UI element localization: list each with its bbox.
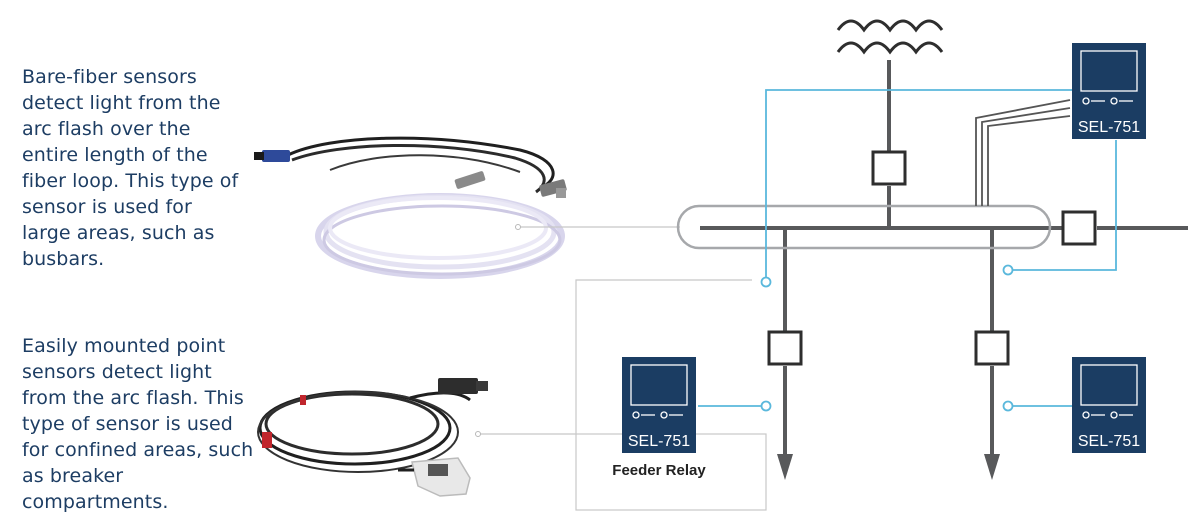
sensor-point	[1002, 264, 1014, 276]
bare-fiber-dot	[515, 224, 521, 230]
relay-top-right[interactable]: SEL-751	[1072, 43, 1146, 139]
one-line-power	[700, 60, 1188, 456]
feeder-2-breaker	[974, 330, 1010, 366]
sensor-point	[760, 276, 772, 288]
feeder-2-fiber	[1008, 140, 1117, 271]
sensor-point	[760, 400, 772, 412]
point-sensor-leader	[478, 279, 752, 435]
relay-model-label: SEL-751	[1078, 119, 1140, 136]
point-sensor-image	[257, 378, 488, 497]
relay-wiring	[975, 99, 1071, 206]
bus-fiber-return	[765, 89, 1072, 282]
tie-breaker	[1061, 210, 1097, 246]
bare-fiber-loop	[676, 204, 1052, 250]
relay-feeder[interactable]: SEL-751	[622, 357, 696, 453]
breakers	[767, 150, 1097, 366]
sensor-point	[1002, 400, 1014, 412]
feeder-1-arrow	[777, 454, 793, 480]
relay-bottom-right[interactable]: SEL-751	[1072, 357, 1146, 453]
feeder-2-arrow	[984, 454, 1000, 480]
relay-model-label: SEL-751	[1078, 433, 1140, 450]
transformer-symbol	[836, 19, 944, 55]
feeder-1-breaker	[767, 330, 803, 366]
bare-fiber-caption: Bare-fiber sensors detect light from the…	[22, 66, 239, 270]
fiber-optic-lines	[698, 89, 1117, 407]
point-sensor-dot	[475, 431, 481, 437]
relay-model-label: SEL-751	[628, 433, 690, 450]
feeder-relay-label: Feeder Relay	[612, 462, 706, 479]
main-breaker	[871, 150, 907, 186]
point-sensor-caption: Easily mounted point sensors detect ligh…	[22, 335, 254, 513]
bare-fiber-sensor-image	[254, 136, 567, 279]
